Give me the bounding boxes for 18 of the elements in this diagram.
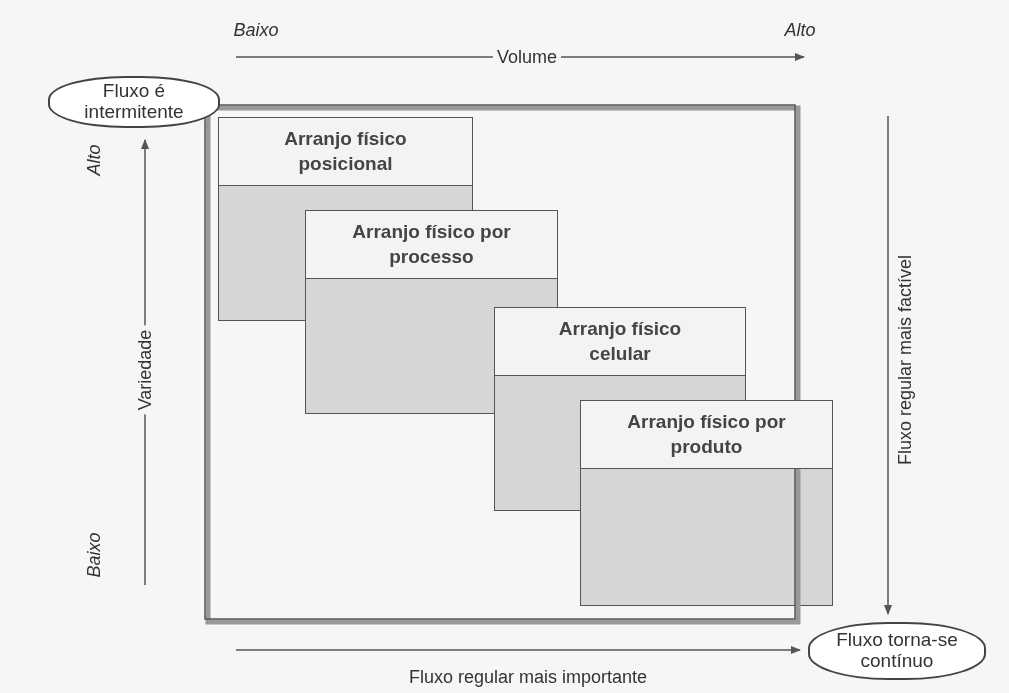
cloud-callout: Fluxo é intermitente — [48, 76, 220, 128]
panel-title: Arranjo físico posicional — [283, 126, 408, 176]
axis-label: Baixo — [232, 21, 280, 39]
axis-label: Baixo — [85, 531, 103, 580]
axis-label: Volume — [493, 48, 561, 66]
axis-label: Alto — [783, 21, 817, 39]
panel-title: Arranjo físico por processo — [351, 219, 512, 269]
panel-header — [494, 307, 746, 376]
axis-label: Alto — [85, 143, 103, 179]
panel-header — [218, 117, 473, 186]
axis-label: Variedade — [136, 325, 154, 415]
axis-label: Fluxo regular mais importante — [407, 668, 649, 686]
cloud-callout: Fluxo torna-se contínuo — [808, 622, 986, 680]
panel-title: Arranjo físico por produto — [626, 409, 787, 459]
panel-header — [305, 210, 558, 279]
axis-label: Fluxo regular mais factível — [896, 253, 914, 468]
panel-header — [580, 400, 833, 469]
panel-title: Arranjo físico celular — [557, 316, 683, 366]
